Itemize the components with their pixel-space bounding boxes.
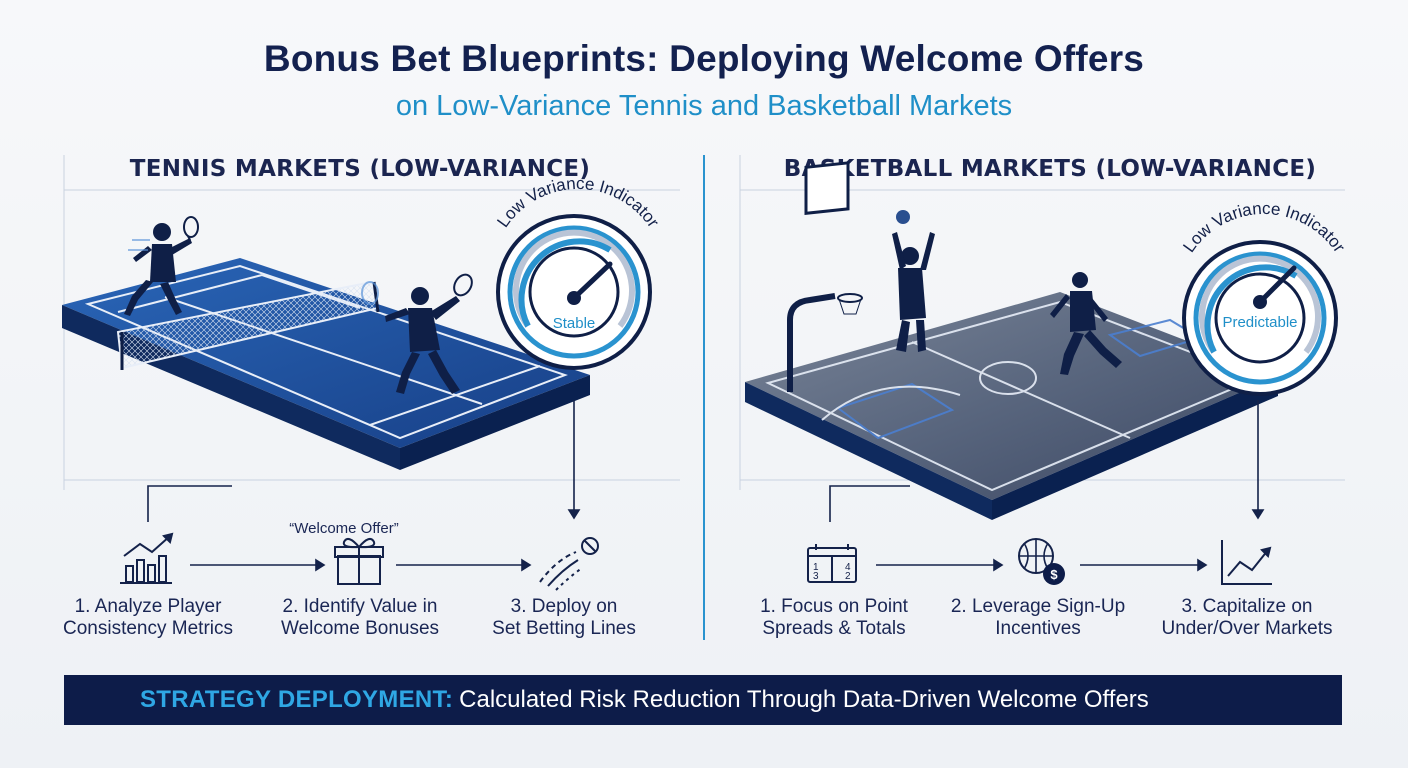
- tennis-gauge-value: Stable: [553, 315, 596, 332]
- svg-text:$: $: [1050, 567, 1058, 582]
- tennis-panel-title: TENNIS MARKETS (LOW-VARIANCE): [129, 156, 591, 182]
- svg-text:4: 4: [845, 562, 851, 573]
- basketball-gauge-value: Predictable: [1222, 314, 1297, 331]
- tennis-court: [62, 258, 590, 470]
- basketball-dollar-icon: $: [1018, 538, 1065, 585]
- banner-heading: STRATEGY DEPLOYMENT:: [140, 686, 454, 713]
- banner-text: Calculated Risk Reduction Through Data-D…: [459, 686, 1149, 713]
- growth-bar-chart-icon: [120, 532, 174, 584]
- basketball-connectors: [829, 400, 1265, 572]
- strategy-banner: STRATEGY DEPLOYMENT: Calculated Risk Red…: [64, 675, 1342, 725]
- panel-divider: [703, 155, 705, 640]
- basketball-player-dribbling: [1050, 272, 1122, 375]
- scoreboard-icon: 1 3 4 2: [807, 544, 857, 583]
- tennis-player-right: [361, 273, 473, 394]
- basketball-panel-title: BASKETBALL MARKETS (LOW-VARIANCE): [783, 156, 1317, 182]
- tennis-ball-trajectory-icon: [539, 537, 599, 591]
- line-chart-icon: [1221, 540, 1272, 585]
- tennis-low-variance-gauge: [496, 214, 652, 370]
- svg-text:3: 3: [813, 571, 819, 582]
- basketball-court: [745, 161, 1278, 520]
- basketball-player-jumping: [892, 210, 935, 352]
- svg-text:2: 2: [845, 571, 851, 582]
- tennis-player-left: [124, 216, 199, 316]
- page-title: Bonus Bet Blueprints: Deploying Welcome …: [263, 38, 1145, 79]
- tennis-connectors: [147, 400, 581, 572]
- gift-box-icon: [334, 537, 384, 585]
- page-subtitle: on Low-Variance Tennis and Basketball Ma…: [395, 90, 1013, 122]
- svg-text:1: 1: [813, 562, 819, 573]
- basketball-low-variance-gauge: [1182, 240, 1338, 396]
- welcome-offer-tag: “Welcome Offer”: [289, 520, 399, 537]
